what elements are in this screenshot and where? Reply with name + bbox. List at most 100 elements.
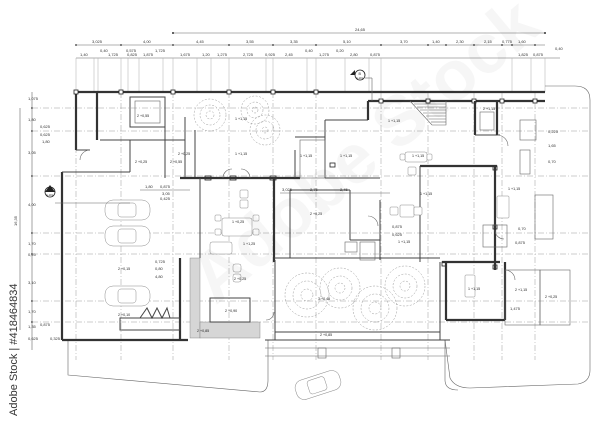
svg-text:0,925: 0,925 [265,52,276,57]
svg-text:1,80: 1,80 [28,117,37,122]
top-dimension-chains: 24,65 3,025 4,00 4,45 3,55 3,35 5,10 3,70 1,… [75,27,564,92]
svg-text:2,80: 2,80 [350,52,359,57]
svg-text:2 +0,25: 2 +0,25 [135,160,147,164]
svg-text:0,875: 0,875 [392,224,403,229]
car-icon-4 [294,370,342,400]
svg-text:1 +1,15: 1 +1,15 [235,117,247,121]
svg-text:5,10: 5,10 [343,39,352,44]
svg-text:1,60: 1,60 [518,39,527,44]
svg-text:1,40: 1,40 [432,39,441,44]
svg-text:1,70: 1,70 [28,309,37,314]
svg-text:1 +1,15: 1 +1,15 [412,154,424,158]
svg-text:0,40: 0,40 [555,46,564,51]
svg-text:3,35: 3,35 [290,39,299,44]
car-icon-3 [104,285,151,307]
svg-text:2,15: 2,15 [484,39,493,44]
car-icon-1 [104,199,151,221]
svg-text:0,825: 0,825 [127,52,138,57]
svg-text:2 +0,55: 2 +0,55 [170,160,182,164]
svg-text:3,025: 3,025 [282,187,293,192]
svg-text:1 +1,15: 1 +1,15 [468,287,480,291]
svg-text:1,40: 1,40 [80,52,89,57]
interior-walls [100,96,571,359]
svg-text:1,725: 1,725 [108,52,119,57]
svg-text:0,20: 0,20 [336,48,345,53]
svg-text:0,875: 0,875 [515,240,526,245]
svg-text:2,725: 2,725 [243,52,254,57]
landscape-circles [193,95,426,331]
svg-text:0,70: 0,70 [518,226,527,231]
svg-text:0,575: 0,575 [126,48,137,53]
svg-text:1,275: 1,275 [217,52,228,57]
svg-text:0,875: 0,875 [160,184,171,189]
svg-text:2,45: 2,45 [285,52,294,57]
svg-text:0,425: 0,425 [160,196,171,201]
svg-text:1,825: 1,825 [518,52,529,57]
svg-text:0,875: 0,875 [533,52,544,57]
svg-text:1,675: 1,675 [180,52,191,57]
svg-text:3,10: 3,10 [28,280,37,285]
svg-text:1,875: 1,875 [143,52,154,57]
svg-text:0,25: 0,25 [28,252,37,257]
svg-text:A-101: A-101 [356,76,363,80]
svg-text:1,275: 1,275 [319,52,330,57]
svg-text:0,80: 0,80 [155,266,164,271]
svg-text:1 +1,15: 1 +1,15 [235,152,247,156]
exterior-walls [60,90,545,342]
svg-text:3 +0,45: 3 +0,45 [318,297,330,301]
stock-id-watermark: Adobe Stock | #418464834 [2,278,24,422]
svg-text:0,875: 0,875 [40,322,51,327]
svg-text:A-101: A-101 [46,193,53,197]
site-boundary [67,85,591,393]
svg-text:1 +1,15: 1 +1,15 [398,240,410,244]
svg-text:2,30: 2,30 [456,39,465,44]
svg-text:1 +1,15: 1 +1,15 [508,187,520,191]
svg-text:3,55: 3,55 [246,39,255,44]
cars [104,199,342,400]
svg-text:2 +0,15: 2 +0,15 [118,267,130,271]
svg-text:3,025: 3,025 [92,39,103,44]
svg-text:24,65: 24,65 [355,27,366,32]
svg-text:A: A [49,189,52,193]
furniture [209,151,510,298]
svg-text:0,625: 0,625 [392,232,403,237]
section-marker-b: B A-101 [350,69,373,101]
svg-text:2 +0,55: 2 +0,55 [137,114,149,118]
car-icon-2 [104,225,151,247]
svg-text:0,40: 0,40 [100,48,109,53]
svg-text:4,00: 4,00 [143,39,152,44]
svg-text:0,775: 0,775 [502,39,513,44]
staircase [409,100,447,126]
svg-text:2 +1,15: 2 +1,15 [483,107,495,111]
svg-text:2 +0,85: 2 +0,85 [197,329,209,333]
svg-text:1 +1,15: 1 +1,15 [300,154,312,158]
section-marker-a: A A-101 [44,185,130,204]
svg-text:2 +0,25: 2 +0,25 [310,212,322,216]
svg-text:B: B [359,72,362,76]
svg-text:1,725: 1,725 [155,48,166,53]
svg-text:16,35: 16,35 [13,215,18,226]
svg-text:1,20: 1,20 [202,52,211,57]
svg-text:0,625: 0,625 [40,132,51,137]
svg-text:2 +0,25: 2 +0,25 [234,277,246,281]
stock-id-text: Adobe Stock | #418464834 [8,283,20,416]
svg-text:0,225: 0,225 [548,129,559,134]
svg-text:2 +0,25: 2 +0,25 [545,295,557,299]
svg-text:0,725: 0,725 [155,259,166,264]
svg-text:2 +0,90: 2 +0,90 [225,309,237,313]
svg-text:2,75: 2,75 [310,187,319,192]
svg-text:1,475: 1,475 [510,306,521,311]
svg-text:2 +0,25: 2 +0,25 [178,152,190,156]
svg-text:0,40: 0,40 [305,48,314,53]
door-swings [79,134,516,321]
svg-text:3,05: 3,05 [28,150,37,155]
svg-text:1,80: 1,80 [42,139,51,144]
svg-text:2 +1,15: 2 +1,15 [515,288,527,292]
svg-text:4,00: 4,00 [28,202,37,207]
svg-text:0,325: 0,325 [50,336,61,341]
svg-text:4,45: 4,45 [196,39,205,44]
svg-text:3,70: 3,70 [400,39,409,44]
svg-text:1,80: 1,80 [145,184,154,189]
svg-text:1 +1,25: 1 +1,25 [243,242,255,246]
